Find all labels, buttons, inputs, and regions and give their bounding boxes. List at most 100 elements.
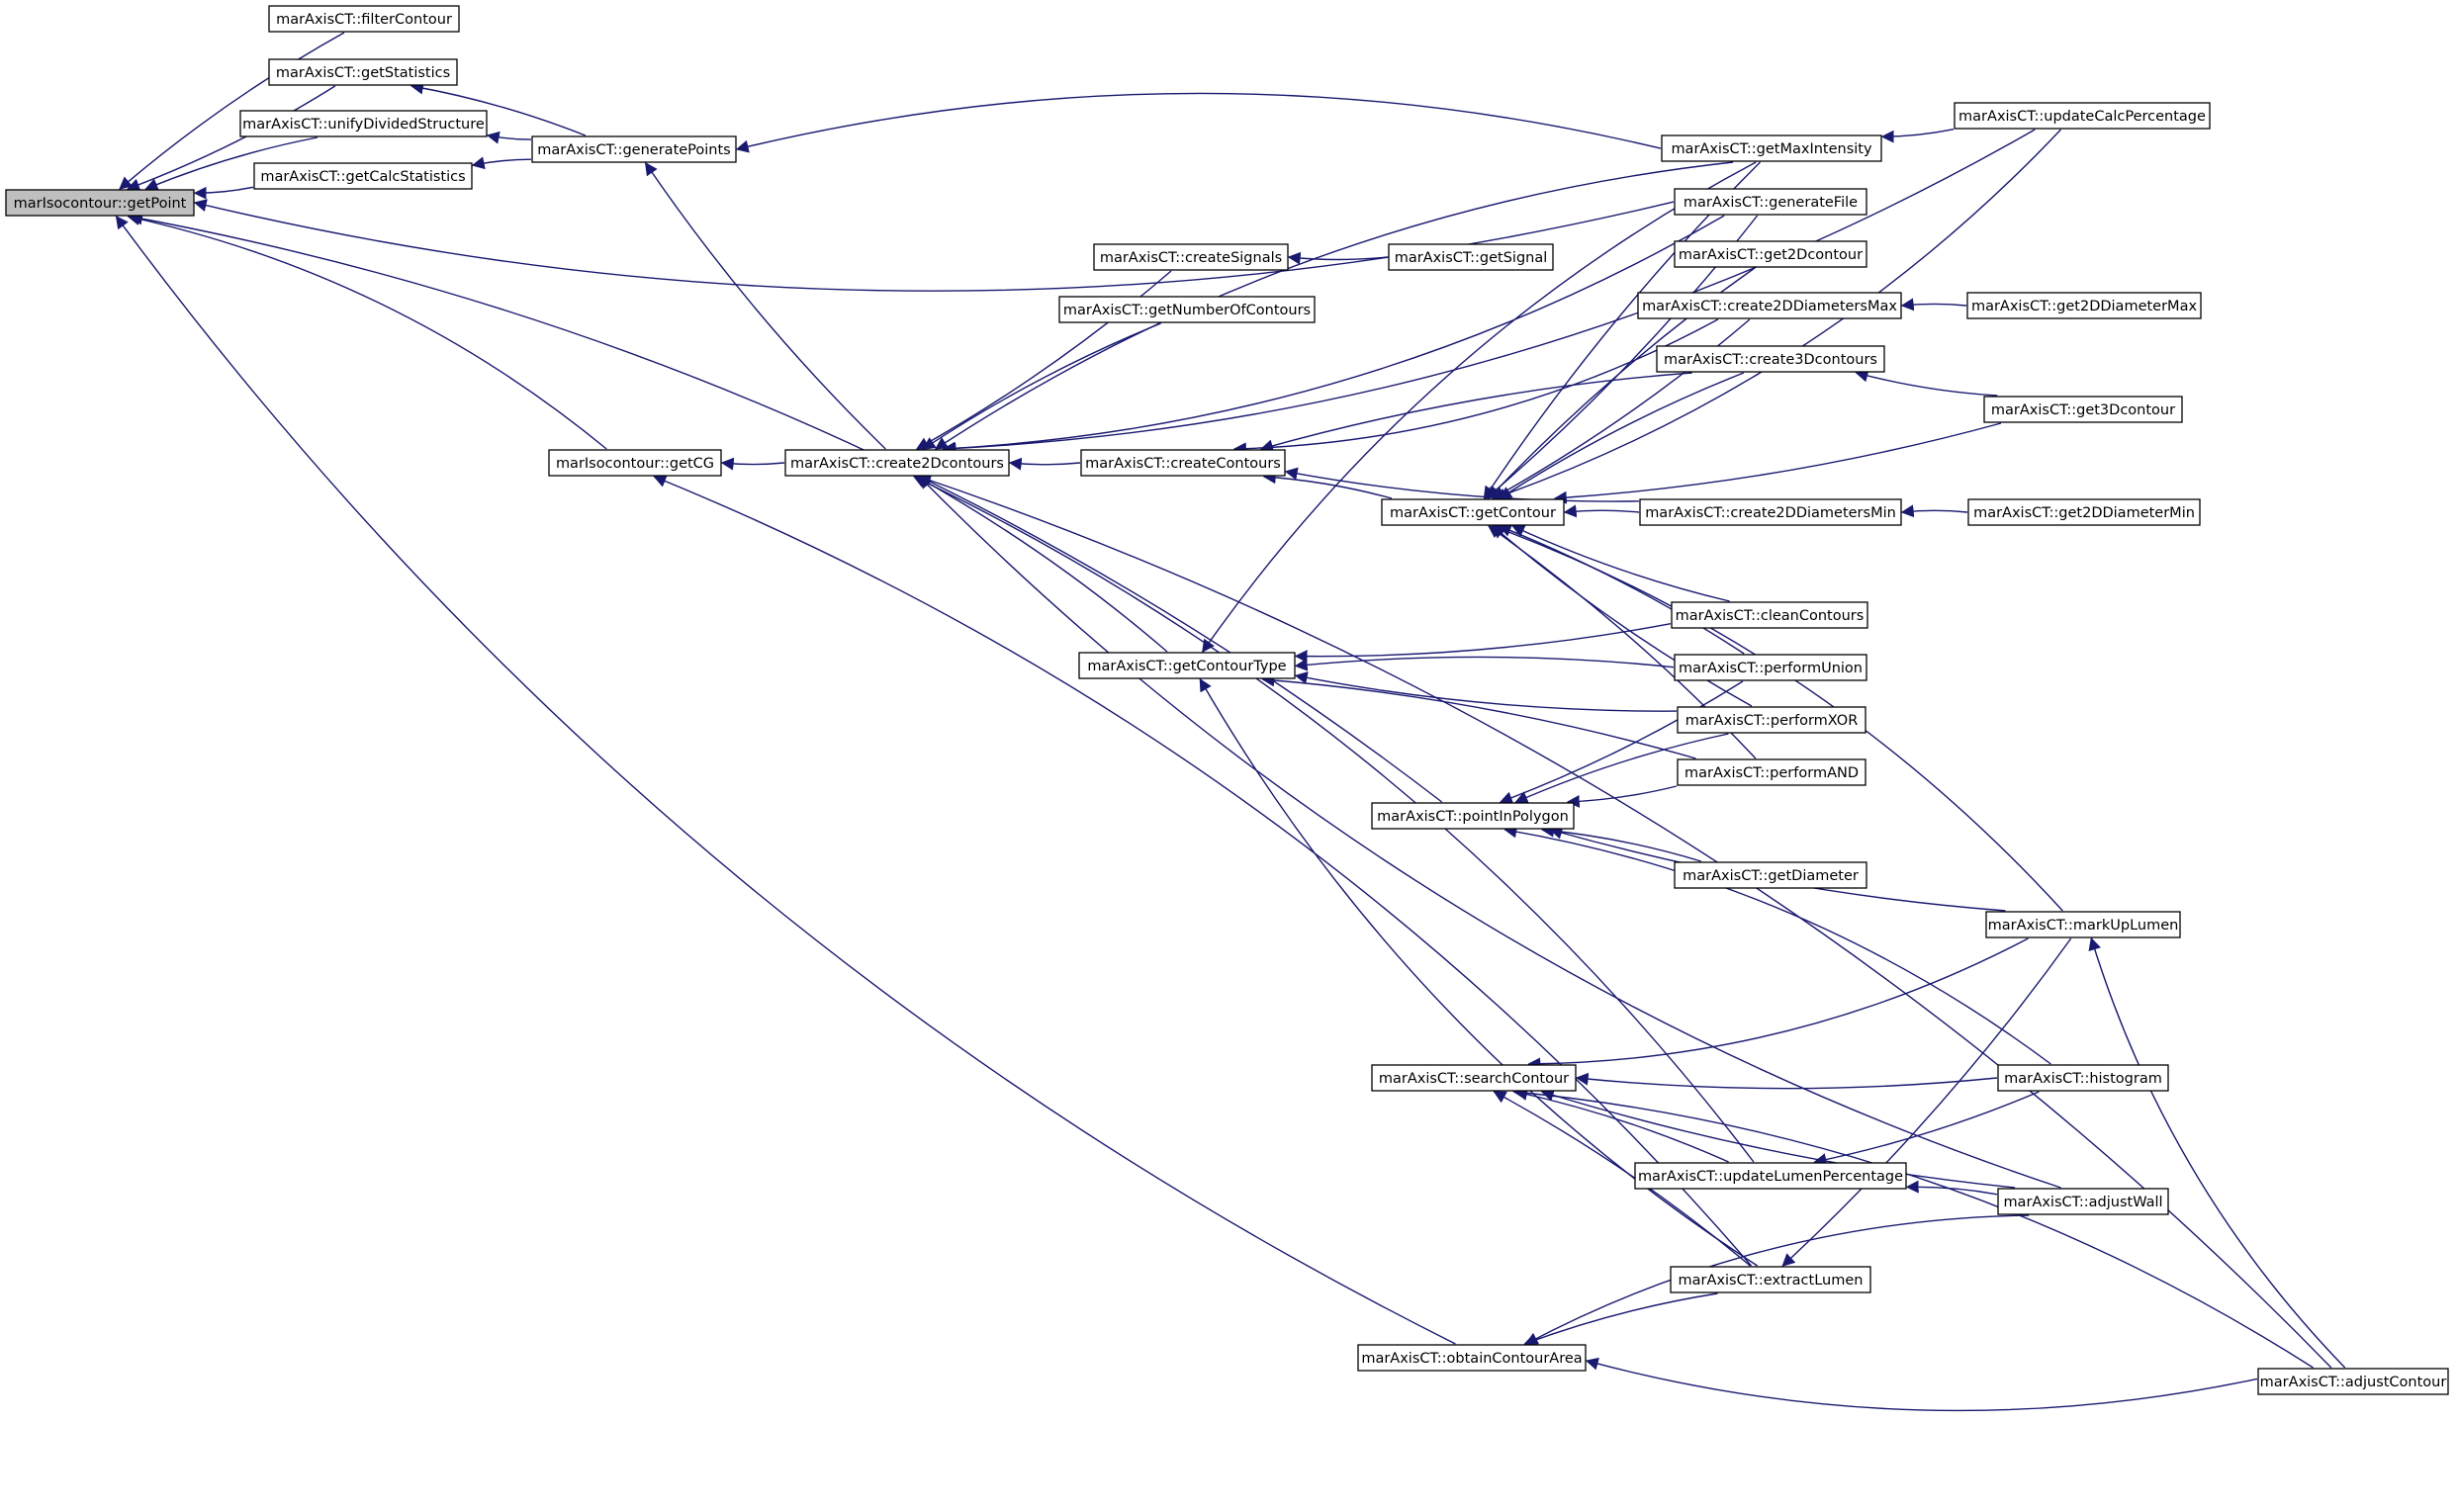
edge-get3Dcontour-to-create3Dcontours bbox=[1855, 369, 1998, 397]
edge-getNumberOfContours-to-create2Dcontours bbox=[922, 322, 1161, 450]
edge-adjustContour-to-markUpLumen bbox=[2088, 936, 2346, 1369]
node-get2Dcontour[interactable]: marAxisCT::get2Dcontour bbox=[1674, 240, 1867, 268]
edge-histogram-to-pointInPolygon bbox=[1503, 825, 2051, 1065]
node-box-getCalcStatistics bbox=[253, 162, 473, 190]
node-box-updateCalcPercentage bbox=[1954, 102, 2211, 130]
node-label-searchContour: marAxisCT::searchContour bbox=[1379, 1071, 1569, 1087]
edge-performUnion-to-pointInPolygon bbox=[1499, 680, 1744, 804]
node-label-performUnion: marAxisCT::performUnion bbox=[1679, 661, 1863, 676]
node-getContourType[interactable]: marAxisCT::getContourType bbox=[1078, 652, 1296, 679]
node-label-adjustWall: marAxisCT::adjustWall bbox=[2003, 1195, 2162, 1210]
node-pointInPolygon[interactable]: marAxisCT::pointInPolygon bbox=[1371, 802, 1575, 830]
node-getMaxIntensity[interactable]: marAxisCT::getMaxIntensity bbox=[1661, 134, 1882, 162]
node-cleanContours[interactable]: marAxisCT::cleanContours bbox=[1671, 601, 1868, 629]
node-label-performXOR: marAxisCT::performXOR bbox=[1685, 713, 1859, 729]
node-markUpLumen[interactable]: marAxisCT::markUpLumen bbox=[1985, 911, 2181, 938]
edge-getMaxIntensity-to-create2Dcontours bbox=[934, 161, 1734, 450]
node-label-get2Dcontour: marAxisCT::get2Dcontour bbox=[1679, 247, 1863, 263]
node-root[interactable]: marIsocontour::getPoint bbox=[5, 189, 195, 217]
node-label-histogram: marAxisCT::histogram bbox=[2004, 1071, 2162, 1087]
node-label-getDiameter: marAxisCT::getDiameter bbox=[1683, 868, 1859, 884]
edge-extractLumen-to-getCG bbox=[653, 475, 1753, 1267]
node-box-getContour bbox=[1381, 498, 1565, 526]
node-label-getContour: marAxisCT::getContour bbox=[1390, 505, 1556, 521]
node-box-get3Dcontour bbox=[1983, 396, 2183, 423]
edge-getCalcStatistics-to-root bbox=[193, 186, 254, 200]
edge-histogram-to-updateLumenPercentage bbox=[1813, 1091, 2040, 1166]
edge-cleanContours-to-getContourType bbox=[1294, 623, 1672, 664]
node-createSignals[interactable]: marAxisCT::createSignals bbox=[1093, 243, 1289, 271]
node-getCalcStatistics[interactable]: marAxisCT::getCalcStatistics bbox=[253, 162, 473, 190]
edge-getContour-to-createContours bbox=[1262, 471, 1393, 499]
node-generatePoints[interactable]: marAxisCT::generatePoints bbox=[531, 135, 737, 163]
edge-performUnion-to-getContourType bbox=[1294, 656, 1675, 671]
edge-create2Dcontours-to-generatePoints bbox=[644, 161, 886, 450]
edge-getCG-to-root bbox=[127, 213, 607, 450]
nodes-layer: marIsocontour::getPoint marAxisCT::filter… bbox=[5, 5, 2449, 1395]
node-performAND[interactable]: marAxisCT::performAND bbox=[1677, 758, 1866, 786]
node-label-getCG: marIsocontour::getCG bbox=[556, 456, 714, 472]
node-extractLumen[interactable]: marAxisCT::extractLumen bbox=[1670, 1266, 1871, 1293]
edge-adjustWall-to-updateLumenPercentage bbox=[1905, 1180, 1998, 1196]
node-box-performAND bbox=[1677, 758, 1866, 786]
node-label-filterContour: marAxisCT::filterContour bbox=[276, 12, 452, 28]
node-getStatistics[interactable]: marAxisCT::getStatistics bbox=[268, 58, 458, 86]
node-filterContour[interactable]: marAxisCT::filterContour bbox=[268, 5, 460, 33]
node-box-create3Dcontours bbox=[1656, 345, 1885, 373]
node-performUnion[interactable]: marAxisCT::performUnion bbox=[1674, 654, 1867, 681]
node-create2DDiametersMax[interactable]: marAxisCT::create2DDiametersMax bbox=[1637, 292, 1902, 319]
node-box-get2DDiameterMin bbox=[1967, 498, 2201, 526]
node-label-getContourType: marAxisCT::getContourType bbox=[1087, 659, 1286, 674]
node-create2DDiametersMin[interactable]: marAxisCT::create2DDiametersMin bbox=[1639, 498, 1902, 526]
node-updateLumenPercentage[interactable]: marAxisCT::updateLumenPercentage bbox=[1634, 1162, 1907, 1190]
node-create3Dcontours[interactable]: marAxisCT::create3Dcontours bbox=[1656, 345, 1885, 373]
node-get2DDiameterMax[interactable]: marAxisCT::get2DDiameterMax bbox=[1966, 292, 2202, 319]
node-label-createContours: marAxisCT::createContours bbox=[1085, 456, 1281, 472]
node-box-markUpLumen bbox=[1985, 911, 2181, 938]
node-label-create2DDiametersMin: marAxisCT::create2DDiametersMin bbox=[1645, 505, 1896, 521]
node-label-generatePoints: marAxisCT::generatePoints bbox=[537, 142, 730, 158]
node-createContours[interactable]: marAxisCT::createContours bbox=[1080, 449, 1286, 477]
edge-performXOR-to-pointInPolygon bbox=[1514, 733, 1729, 804]
node-box-pointInPolygon bbox=[1371, 802, 1575, 830]
node-generateFile[interactable]: marAxisCT::generateFile bbox=[1674, 188, 1867, 216]
node-searchContour[interactable]: marAxisCT::searchContour bbox=[1371, 1064, 1577, 1092]
node-label-createSignals: marAxisCT::createSignals bbox=[1100, 250, 1282, 266]
node-get3Dcontour[interactable]: marAxisCT::get3Dcontour bbox=[1983, 396, 2183, 423]
node-box-create2DDiametersMax bbox=[1637, 292, 1902, 319]
node-label-performAND: marAxisCT::performAND bbox=[1684, 765, 1859, 781]
node-getCG[interactable]: marIsocontour::getCG bbox=[548, 449, 722, 477]
node-updateCalcPercentage[interactable]: marAxisCT::updateCalcPercentage bbox=[1954, 102, 2211, 130]
node-label-getCalcStatistics: marAxisCT::getCalcStatistics bbox=[260, 169, 465, 185]
node-adjustContour[interactable]: marAxisCT::adjustContour bbox=[2257, 1368, 2449, 1395]
node-box-create2Dcontours bbox=[784, 449, 1010, 477]
edge-generateFile-to-create2Dcontours bbox=[942, 215, 1725, 455]
node-getNumberOfContours[interactable]: marAxisCT::getNumberOfContours bbox=[1058, 296, 1316, 323]
node-box-adjustContour bbox=[2257, 1368, 2449, 1395]
node-create2Dcontours[interactable]: marAxisCT::create2Dcontours bbox=[784, 449, 1010, 477]
node-box-get2Dcontour bbox=[1674, 240, 1867, 268]
node-obtainContourArea[interactable]: marAxisCT::obtainContourArea bbox=[1357, 1344, 1587, 1372]
node-box-obtainContourArea bbox=[1357, 1344, 1587, 1372]
node-label-create3Dcontours: marAxisCT::create3Dcontours bbox=[1664, 352, 1877, 368]
node-box-getDiameter bbox=[1674, 861, 1867, 889]
edge-getMaxIntensity-to-generatePoints bbox=[735, 92, 1662, 153]
node-getSignal[interactable]: marAxisCT::getSignal bbox=[1388, 243, 1554, 271]
node-histogram[interactable]: marAxisCT::histogram bbox=[1997, 1064, 2169, 1092]
edge-create2Dcontours-to-getCG bbox=[720, 457, 785, 471]
node-box-unifyDividedStructure bbox=[239, 110, 488, 137]
edge-histogram-to-searchContour bbox=[1575, 1072, 1998, 1090]
node-getDiameter[interactable]: marAxisCT::getDiameter bbox=[1674, 861, 1867, 889]
edge-adjustWall-to-searchContour bbox=[1540, 1089, 2016, 1189]
node-performXOR[interactable]: marAxisCT::performXOR bbox=[1677, 706, 1866, 734]
node-box-performUnion bbox=[1674, 654, 1867, 681]
node-adjustWall[interactable]: marAxisCT::adjustWall bbox=[1997, 1188, 2169, 1215]
node-label-updateCalcPercentage: marAxisCT::updateCalcPercentage bbox=[1958, 109, 2206, 125]
node-getContour[interactable]: marAxisCT::getContour bbox=[1381, 498, 1565, 526]
node-box-getNumberOfContours bbox=[1058, 296, 1316, 323]
edge-performXOR-to-getContourType bbox=[1294, 671, 1678, 712]
edge-obtainContourArea-to-root bbox=[115, 215, 1456, 1345]
node-unifyDividedStructure[interactable]: marAxisCT::unifyDividedStructure bbox=[239, 110, 488, 137]
node-get2DDiameterMin[interactable]: marAxisCT::get2DDiameterMin bbox=[1967, 498, 2201, 526]
